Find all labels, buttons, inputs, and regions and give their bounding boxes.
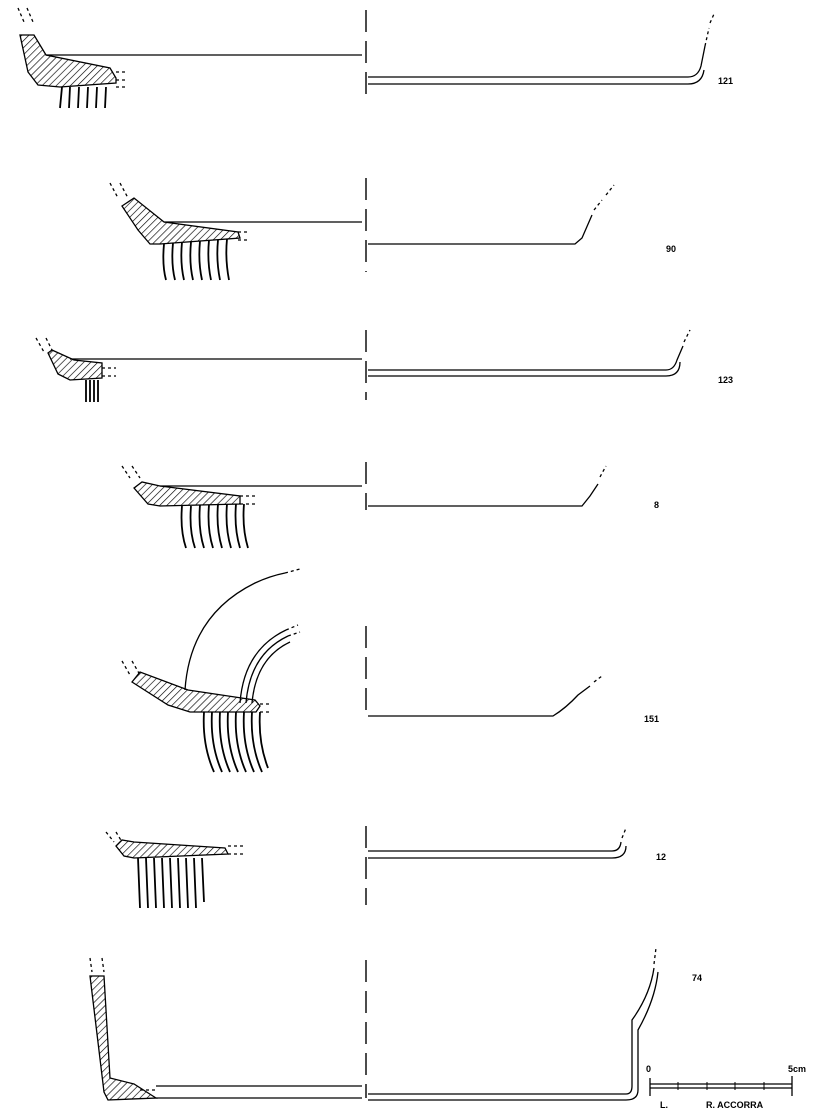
credit-initial: L. — [660, 1100, 668, 1110]
profile-number-123: 123 — [718, 375, 733, 385]
profile-number-151: 151 — [644, 714, 659, 724]
profile-number-121: 121 — [718, 76, 733, 86]
profile-121: 121 — [17, 7, 733, 109]
scale-end-label: 5cm — [788, 1064, 806, 1074]
profile-number-90: 90 — [666, 244, 676, 254]
scale-bar: 0 5cm L. R. ACCORRA — [646, 1064, 806, 1110]
profile-number-74: 74 — [692, 973, 702, 983]
profile-123: 123 — [35, 329, 733, 402]
profile-number-12: 12 — [656, 852, 666, 862]
profile-151: 151 — [121, 568, 659, 773]
profile-12: 12 — [105, 827, 666, 909]
profile-number-8: 8 — [654, 500, 659, 510]
profile-90: 90 — [109, 182, 676, 281]
profile-8: 8 — [121, 465, 659, 549]
credit-name: R. ACCORRA — [706, 1100, 764, 1110]
scale-start-label: 0 — [646, 1064, 651, 1074]
profile-74: 74 — [89, 947, 702, 1101]
